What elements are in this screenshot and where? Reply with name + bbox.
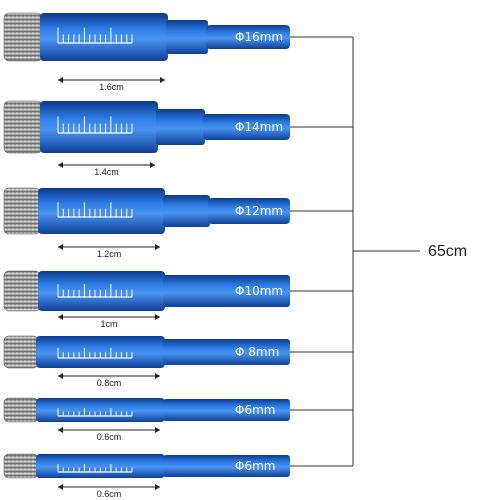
bit-diameter-label: Φ6mm <box>235 403 275 417</box>
drill-bit: Φ14mm 1.4cm <box>3 100 290 177</box>
diamond-tip <box>3 453 39 479</box>
bit-length-label: 1.4cm <box>94 167 119 177</box>
drill-bit: Φ6mm 0.6cm <box>3 397 290 442</box>
diamond-tip <box>3 12 43 62</box>
bit-shank <box>206 25 290 49</box>
drill-bit: Φ12mm 1.2cm <box>3 187 290 259</box>
bit-shank <box>208 198 290 224</box>
bit-length-label: 0.8cm <box>97 378 122 388</box>
bit-diameter-label: Φ16mm <box>235 30 283 44</box>
bit-body <box>36 336 165 368</box>
bit-body <box>36 454 165 478</box>
arrow-right-icon <box>150 162 155 168</box>
bit-shank <box>163 399 290 421</box>
diamond-tip <box>3 187 41 235</box>
drill-bit: Φ6mm 0.6cm <box>3 453 290 499</box>
bit-diameter-label: Φ14mm <box>235 120 283 134</box>
bit-diameter-label: Φ6mm <box>235 459 275 473</box>
arrow-right-icon <box>155 314 160 320</box>
arrow-left-icon <box>58 427 63 433</box>
arrow-left-icon <box>58 314 63 320</box>
bit-length-label: 1cm <box>100 319 117 329</box>
diamond-tip <box>3 270 41 312</box>
drill-bit: Φ 8mm 0.8cm <box>3 335 290 388</box>
bit-diameter-label: Φ 8mm <box>235 345 279 359</box>
total-length-label: 65cm <box>428 243 467 260</box>
bit-shank <box>163 275 290 307</box>
length-bracket <box>290 36 420 467</box>
arrow-left-icon <box>58 162 63 168</box>
bit-body <box>40 13 168 61</box>
diamond-tip <box>3 397 39 423</box>
arrow-left-icon <box>58 373 63 379</box>
arrow-left-icon <box>58 484 63 490</box>
arrow-right-icon <box>155 484 160 490</box>
bit-step <box>163 195 210 227</box>
bit-diameter-label: Φ10mm <box>235 284 283 298</box>
bit-length-label: 1.2cm <box>97 249 122 259</box>
bit-body <box>38 271 165 311</box>
bit-length-label: 0.6cm <box>97 432 122 442</box>
diamond-tip <box>3 100 43 154</box>
bit-length-label: 1.6cm <box>99 82 124 92</box>
bit-body <box>38 188 165 234</box>
bit-step <box>166 20 208 54</box>
bit-body <box>36 398 165 422</box>
drill-bit: Φ16mm 1.6cm <box>3 12 290 92</box>
bit-shank <box>163 339 290 365</box>
bit-diameter-label: Φ12mm <box>235 204 283 218</box>
arrow-left-icon <box>58 77 63 83</box>
bit-step <box>156 109 205 145</box>
bit-body <box>40 101 158 153</box>
arrow-right-icon <box>155 373 160 379</box>
arrow-right-icon <box>155 244 160 250</box>
arrow-left-icon <box>58 244 63 250</box>
bit-shank <box>203 114 290 140</box>
diamond-tip <box>3 335 39 369</box>
drill-bit: Φ10mm 1cm <box>3 270 290 329</box>
arrow-right-icon <box>155 427 160 433</box>
arrow-right-icon <box>160 77 165 83</box>
bit-shank <box>163 455 290 477</box>
bit-length-label: 0.6cm <box>97 489 122 499</box>
